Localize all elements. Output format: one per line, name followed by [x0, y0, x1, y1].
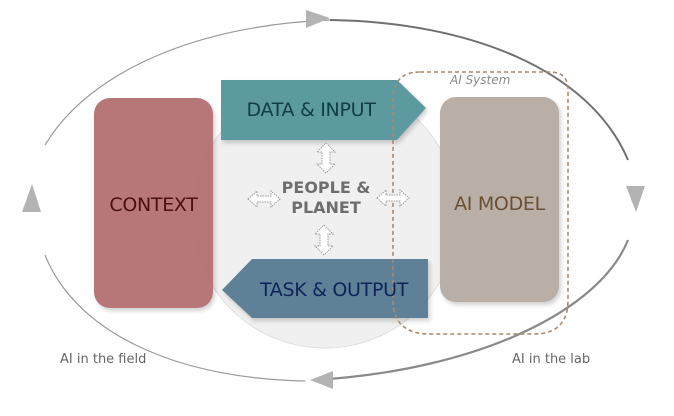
ai-model-label: AI MODEL: [454, 193, 545, 215]
cycle-arc-top-left: [44, 19, 331, 146]
arrowhead-left-icon: [310, 371, 333, 389]
data-input-label: DATA & INPUT: [246, 99, 376, 121]
context-label: CONTEXT: [109, 194, 198, 216]
double-arrow-vertical-top-icon: [315, 142, 337, 174]
ai-model-box: [440, 97, 559, 302]
cycle-arc-bottom-right: [314, 239, 630, 382]
task-output-label: TASK & OUTPUT: [259, 279, 409, 301]
task-output-arrow: [222, 259, 428, 318]
people-planet-label-line1: PEOPLE &: [281, 178, 371, 197]
double-arrow-vertical-bottom-icon: [313, 224, 335, 256]
ai-system-boundary: [392, 71, 569, 335]
double-arrow-horizontal-right-icon: [376, 188, 410, 208]
arrowhead-up-icon: [22, 184, 41, 212]
arrowhead-down-icon: [626, 186, 645, 212]
arrowhead-right-icon: [306, 10, 330, 28]
ai-in-the-field-label: AI in the field: [60, 352, 147, 367]
people-planet-label: PEOPLE & PLANET: [270, 178, 382, 218]
data-input-arrow: [221, 80, 426, 140]
double-arrow-horizontal-left-icon: [247, 189, 281, 209]
ai-in-the-lab-label: AI in the lab: [512, 352, 591, 367]
people-planet-label-line2: PLANET: [291, 198, 361, 217]
context-box: [94, 98, 213, 308]
cycle-arc-bottom-left: [44, 254, 306, 382]
cycle-arc-top-right: [329, 19, 629, 161]
ai-system-label: AI System: [450, 73, 511, 87]
